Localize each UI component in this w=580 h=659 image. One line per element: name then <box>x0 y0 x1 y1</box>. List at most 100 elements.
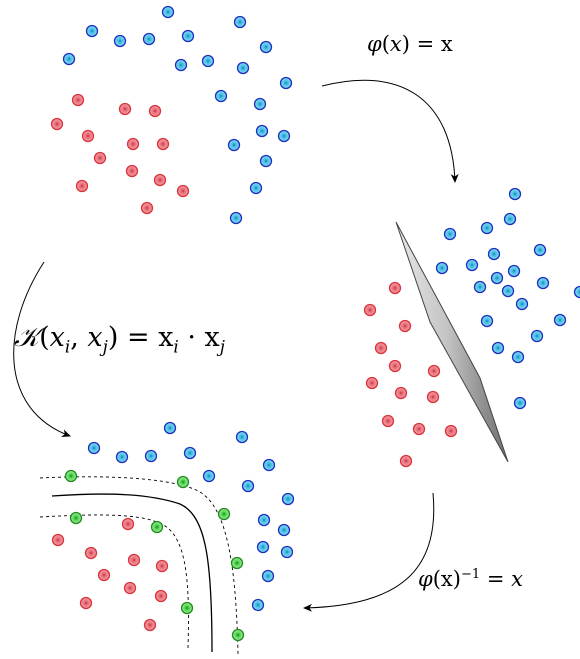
kernel-decision-boundary <box>39 421 295 655</box>
blue-class-point <box>508 187 522 201</box>
red-class-point <box>427 364 441 378</box>
decision-boundary-curve <box>51 493 213 653</box>
blue-class-point <box>227 138 241 152</box>
var-x: x <box>389 32 402 56</box>
blue-class-point <box>113 34 127 48</box>
blue-class-point <box>253 97 267 111</box>
red-class-point <box>365 376 379 390</box>
blue-class-point <box>261 569 275 583</box>
var-x: x <box>440 567 453 591</box>
red-class-point <box>118 102 132 116</box>
blue-class-point <box>229 211 243 225</box>
arrow-phi-inverse <box>303 492 435 612</box>
blue-class-point <box>233 15 247 29</box>
blue-class-point <box>480 314 494 328</box>
red-class-point <box>388 359 402 373</box>
blue-class-point <box>480 221 494 235</box>
red-class-point <box>51 533 65 547</box>
blue-class-point <box>115 450 129 464</box>
support-vector-point <box>230 556 244 570</box>
blue-class-point <box>511 350 525 364</box>
red-class-point <box>126 137 140 151</box>
sub-j: j <box>219 336 225 357</box>
feature-space-scatter <box>363 187 580 468</box>
phi-symbol: φ <box>367 32 382 56</box>
blue-class-point <box>236 61 250 75</box>
paren: ) <box>107 322 119 353</box>
blue-class-point <box>536 276 550 290</box>
blue-class-point <box>507 264 521 278</box>
blue-class-point <box>490 271 504 285</box>
red-class-point <box>127 553 141 567</box>
blue-class-point <box>181 29 195 43</box>
blue-class-point <box>249 181 263 195</box>
blue-class-point <box>533 243 547 257</box>
sub-i: i <box>64 336 71 357</box>
blue-class-point <box>259 154 273 168</box>
paren: ( <box>381 32 390 56</box>
red-class-point <box>363 303 377 317</box>
blue-class-point <box>251 598 265 612</box>
red-class-point <box>398 319 412 333</box>
support-vector-point <box>231 628 245 642</box>
equals: = <box>118 322 159 353</box>
red-class-point <box>84 546 98 560</box>
red-class-point <box>153 173 167 187</box>
rhs-x: x <box>511 567 523 591</box>
blue-class-point <box>87 441 101 455</box>
vec-x: x <box>204 322 220 353</box>
dot: · <box>178 322 205 353</box>
blue-class-point <box>201 54 215 68</box>
red-class-point <box>154 589 168 603</box>
blue-class-point <box>277 129 291 143</box>
red-class-point <box>374 341 388 355</box>
sub-j: j <box>102 336 108 357</box>
input-space-scatter <box>50 5 293 225</box>
blue-class-point <box>183 446 197 460</box>
support-vector-point <box>180 601 194 615</box>
red-class-point <box>412 422 426 436</box>
blue-class-point <box>443 227 457 241</box>
red-class-point <box>388 281 402 295</box>
separating-hyperplane <box>395 221 509 463</box>
red-class-point <box>71 93 85 107</box>
blue-class-point <box>281 492 295 506</box>
blue-class-point <box>530 329 544 343</box>
blue-class-point <box>491 341 505 355</box>
red-class-point <box>394 386 408 400</box>
rhs-x: x <box>440 32 453 56</box>
blue-class-point <box>487 247 501 261</box>
red-class-point <box>75 179 89 193</box>
sub-i: i <box>173 336 179 357</box>
red-class-point <box>79 596 93 610</box>
support-vector-point <box>150 520 164 534</box>
blue-class-point <box>503 212 517 226</box>
vec-x: x <box>158 322 174 353</box>
red-class-point <box>176 184 190 198</box>
kernel-symbol: 𝒦 <box>14 322 40 353</box>
blue-class-point <box>435 261 449 275</box>
blue-class-point <box>259 40 273 54</box>
margin-line-lower <box>39 514 189 649</box>
red-class-point <box>123 581 137 595</box>
red-class-point <box>121 517 135 531</box>
blue-class-point <box>144 449 158 463</box>
var-x: x <box>87 322 103 353</box>
red-class-point <box>155 559 169 573</box>
blue-class-point <box>163 421 177 435</box>
arrow-phi-forward <box>321 79 459 183</box>
red-class-point <box>97 568 111 582</box>
blue-class-point <box>235 430 249 444</box>
red-class-point <box>399 454 413 468</box>
red-class-point <box>148 104 162 118</box>
comma: , <box>70 322 88 353</box>
blue-class-point <box>62 52 76 66</box>
arrow-kernel <box>13 261 71 437</box>
blue-class-point <box>256 540 270 554</box>
kernel-label: 𝒦(xi, xj) = xi · xj <box>14 322 225 356</box>
margin-line-upper <box>39 476 239 655</box>
blue-class-point <box>142 32 156 46</box>
red-class-point <box>81 129 95 143</box>
red-class-point <box>50 117 64 131</box>
phi-symbol: φ <box>418 567 433 591</box>
